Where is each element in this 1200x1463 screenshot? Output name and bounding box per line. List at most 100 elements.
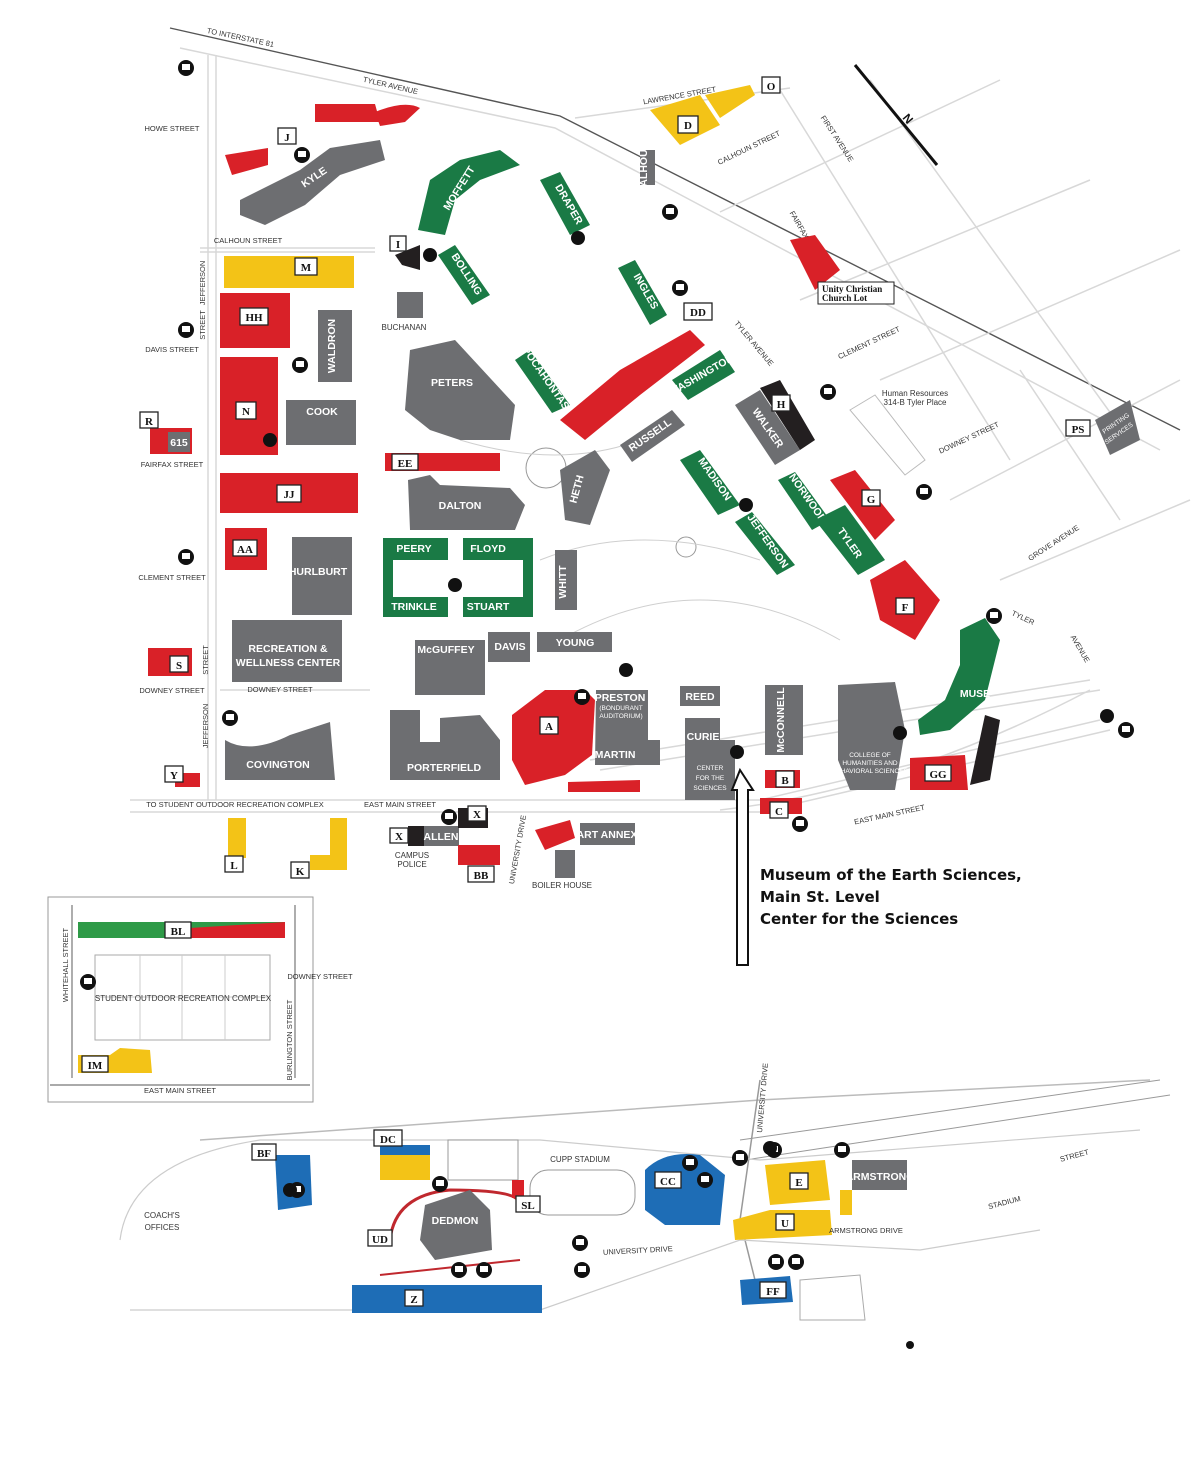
jefferson-upper-label: JEFFERSON bbox=[198, 261, 207, 306]
lot-c-label: C bbox=[775, 806, 783, 818]
east-main-street-right-label: EAST MAIN STREET bbox=[853, 803, 926, 827]
armstrong-label: ARMSTRONG bbox=[846, 1171, 915, 1183]
bus-stop-icon bbox=[294, 147, 310, 163]
bus-stop-icon bbox=[672, 280, 688, 296]
cupp-stadium-label: CUPP STADIUM bbox=[550, 1155, 610, 1164]
to-interstate-label: TO INTERSTATE 81 bbox=[206, 26, 275, 49]
lot-jj-label: JJ bbox=[284, 489, 296, 501]
bus-stop-icon bbox=[834, 1142, 850, 1158]
trinkle-label: TRINKLE bbox=[391, 601, 437, 613]
student-outdoor-inset: STUDENT OUTDOOR RECREATION COMPLEX IM BL… bbox=[47, 896, 353, 1103]
downey-street-east-label: DOWNEY STREET bbox=[937, 420, 1000, 456]
calhoun-street-east-label: CALHOUN STREET bbox=[716, 129, 782, 167]
coaches-offices-label-2: OFFICES bbox=[145, 1223, 180, 1232]
tyler-building bbox=[815, 505, 885, 575]
lot-bb-area bbox=[458, 845, 500, 865]
bus-stop-icon bbox=[432, 1176, 448, 1192]
up-arrow-icon bbox=[730, 767, 755, 966]
heth-building bbox=[560, 450, 610, 525]
lot-h-label: H bbox=[777, 399, 786, 411]
draper-building bbox=[540, 172, 590, 235]
lot-ud-label: UD bbox=[372, 1234, 388, 1246]
lot-dd-label: DD bbox=[690, 307, 706, 319]
jefferson-lower-label: JEFFERSON bbox=[201, 704, 210, 749]
bus-stop-icon bbox=[178, 549, 194, 565]
lot-gg-label: GG bbox=[929, 769, 947, 781]
student-outdoor-label: STUDENT OUTDOOR RECREATION COMPLEX bbox=[95, 994, 272, 1003]
lot-sl-label: SL bbox=[521, 1200, 534, 1212]
bus-stop-icon bbox=[916, 484, 932, 500]
cohbs-label-3: BEHAVIORAL SCIENCES bbox=[832, 768, 909, 775]
bus-stop-icon bbox=[788, 1254, 804, 1270]
phone-icon bbox=[739, 498, 753, 512]
street-bottom-label: STREET bbox=[1059, 1147, 1090, 1163]
annotation-line-1: Museum of the Earth Sciences, bbox=[760, 866, 1022, 884]
lot-bf-label: BF bbox=[257, 1148, 271, 1160]
lot-g-label: G bbox=[867, 494, 876, 506]
museum-annotation: Museum of the Earth Sciences, Main St. L… bbox=[730, 767, 1022, 966]
university-drive-bottom-label: UNIVERSITY DRIVE bbox=[603, 1244, 673, 1257]
whitt-building bbox=[555, 550, 577, 610]
madison-building bbox=[680, 450, 740, 515]
preston-martin-building bbox=[595, 690, 660, 765]
lot-labels: O D J I M HH DD N R H PS EE JJ G AA F S … bbox=[139, 76, 1091, 883]
peery-label: PEERY bbox=[396, 543, 431, 555]
stadium-road-label: STADIUM bbox=[987, 1194, 1021, 1211]
cook-building bbox=[286, 400, 356, 445]
peters-label: PETERS bbox=[431, 377, 473, 389]
to-student-outdoor-label: TO STUDENT OUTDOOR RECREATION COMPLEX bbox=[146, 800, 324, 809]
mcguffey-label: McGUFFEY bbox=[417, 644, 474, 656]
cfs-label-3: SCIENCES bbox=[693, 785, 727, 792]
street-upper-label: STREET bbox=[198, 310, 207, 340]
bldg-615-label: 615 bbox=[170, 437, 188, 449]
boiler-house-label: BOILER HOUSE bbox=[532, 881, 592, 890]
lot-a-area bbox=[512, 690, 595, 785]
avenue-right-label: AVENUE bbox=[1069, 633, 1092, 664]
covington-label: COVINGTON bbox=[246, 759, 309, 771]
lot-k-area bbox=[310, 818, 347, 870]
phone-icon bbox=[1100, 709, 1114, 723]
lot-ps-label: PS bbox=[1072, 424, 1085, 436]
davis-street-label: DAVIS STREET bbox=[145, 345, 199, 354]
lot-r-label: R bbox=[145, 416, 154, 428]
mcconnell-label: McCONNELL bbox=[775, 687, 787, 753]
lot-l-label: L bbox=[230, 860, 237, 872]
buchanan-label: BUCHANAN bbox=[382, 323, 427, 332]
tyler-avenue-mid-label: TYLER AVENUE bbox=[732, 319, 775, 368]
mcconnell-building bbox=[765, 685, 803, 755]
young-label: YOUNG bbox=[556, 637, 595, 649]
church-lot-line-2: Church Lot bbox=[822, 293, 867, 303]
bus-stop-icon bbox=[476, 1262, 492, 1278]
howe-street-label: HOWE STREET bbox=[144, 124, 199, 133]
bus-stop-icon bbox=[572, 1235, 588, 1251]
bus-stop-icon bbox=[451, 1262, 467, 1278]
east-main-street-label: EAST MAIN STREET bbox=[364, 800, 436, 809]
davis-building bbox=[488, 632, 530, 662]
lot-z-label: Z bbox=[410, 1294, 417, 1306]
jefferson-hall-building bbox=[735, 512, 795, 575]
lot-n-label: N bbox=[242, 406, 250, 418]
dalton-building bbox=[408, 475, 525, 530]
bus-stop-icon bbox=[662, 204, 678, 220]
preston-label: PRESTON bbox=[595, 692, 646, 704]
east-main-street-inset-label: EAST MAIN STREET bbox=[144, 1086, 216, 1095]
hurlburt-label: HURLBURT bbox=[289, 566, 348, 578]
phone-icon bbox=[730, 745, 744, 759]
university-drive-vertical-label: UNIVERSITY DRIVE bbox=[755, 1063, 770, 1133]
lot-ee-label: EE bbox=[398, 458, 413, 470]
tyler-right-label: TYLER bbox=[1010, 609, 1036, 628]
bus-stop-icon bbox=[820, 384, 836, 400]
lot-cc-label: CC bbox=[660, 1176, 676, 1188]
curie-label: CURIE bbox=[687, 731, 720, 743]
annotation-line-3: Center for the Sciences bbox=[760, 910, 958, 928]
phone-icon bbox=[448, 578, 462, 592]
bus-stop-icon bbox=[80, 974, 96, 990]
art-annex-label: ART ANNEX bbox=[577, 829, 638, 841]
allen-label: ALLEN bbox=[424, 831, 459, 843]
bldg-615 bbox=[168, 432, 190, 452]
moffett-building bbox=[418, 150, 520, 235]
lot-bf-area bbox=[275, 1155, 312, 1210]
lot-o-label: O bbox=[767, 81, 776, 93]
ingles-building bbox=[618, 260, 667, 325]
lot-s-label: S bbox=[176, 660, 182, 672]
